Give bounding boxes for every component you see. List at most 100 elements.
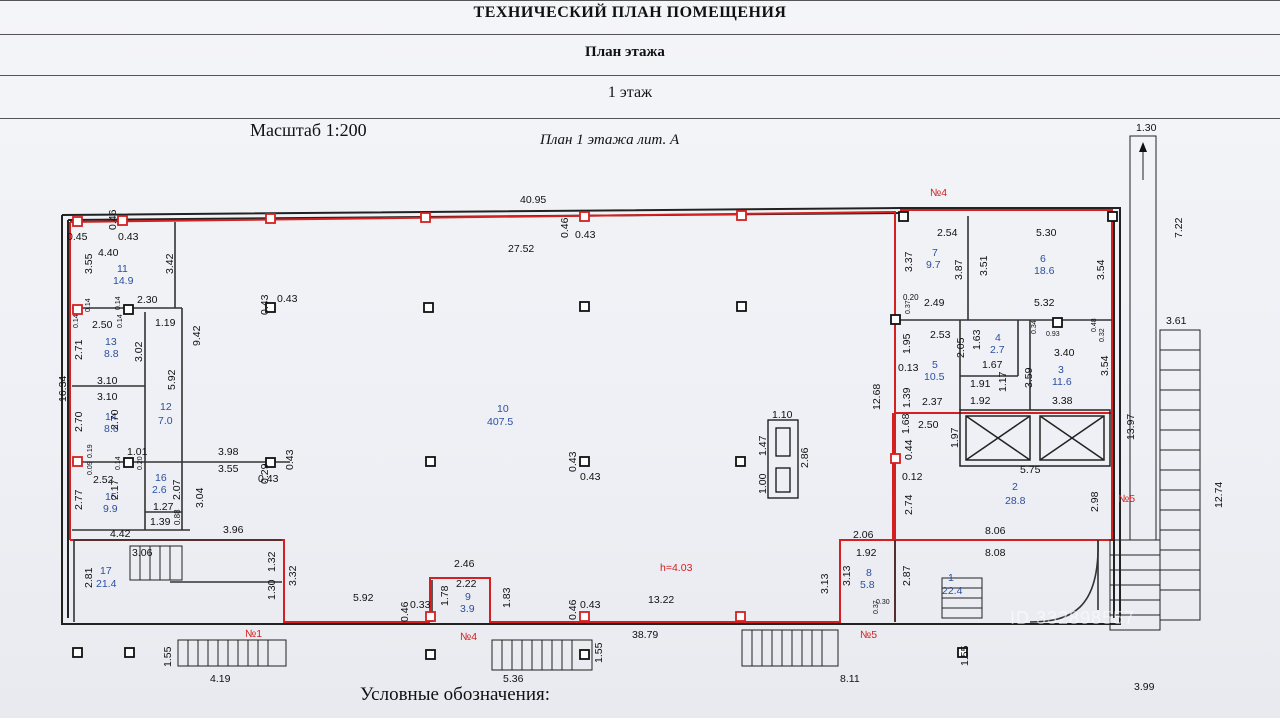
dimension-label: 1.55	[593, 642, 605, 663]
dimension-label: 8.06	[985, 525, 1006, 537]
entrance-4-label: №4	[460, 631, 477, 643]
plan-type-title: План этажа	[585, 44, 665, 60]
dimension-label: 0.43	[575, 229, 596, 241]
dimension-label: 0.46	[399, 601, 411, 622]
header-rule	[0, 75, 1280, 76]
room-number-14: 14	[105, 411, 117, 423]
dimension-label: 2.77	[73, 489, 85, 510]
dimension-label: 1.97	[949, 427, 961, 448]
dimension-label: 0.45	[67, 231, 88, 243]
dimension-label: 2.06	[853, 529, 874, 541]
dimension-label: 13.22	[648, 594, 674, 606]
header-rule	[0, 0, 1280, 1]
room-number-9: 9	[465, 591, 471, 603]
dimension-label: 3.42	[164, 253, 176, 274]
dimension-label: 0.14	[115, 296, 122, 310]
room-number-4: 4	[995, 332, 1001, 344]
room-area-13: 8.8	[104, 348, 119, 360]
room-area-2: 28.8	[1005, 495, 1026, 507]
dimension-label: 3.04	[194, 487, 206, 508]
dimension-label: 2.98	[1089, 491, 1101, 512]
dimension-label: 1.91	[970, 378, 991, 390]
dimension-label: 7.22	[1173, 217, 1185, 238]
dimension-label: 0.43	[284, 449, 296, 470]
entrance-1-label: №1	[245, 628, 262, 640]
dimension-label: 8.11	[840, 673, 860, 685]
dimension-label: 3.59	[1023, 367, 1035, 388]
room-area-7: 9.7	[926, 259, 941, 271]
dimension-label: 5.75	[1020, 464, 1041, 476]
room-area-16: 2.6	[152, 484, 167, 496]
room-area-1: 22.4	[942, 585, 963, 597]
dimension-label: 0.43	[277, 293, 298, 305]
outer-wall	[61, 215, 895, 625]
dimension-label: 0.19	[87, 444, 94, 458]
dimension-label: 12.74	[1213, 482, 1225, 508]
dimension-label: 3.98	[218, 446, 239, 458]
dimension-label: 1.30	[1136, 122, 1157, 134]
entrance-labels: №1 №4 №4 №5 №5	[245, 187, 1135, 643]
dimension-label: 1.95	[901, 333, 913, 354]
plan-caption: План 1 этажа лит. А	[540, 132, 680, 148]
dimension-label: 3.54	[1099, 355, 1111, 376]
dimension-label: 12.68	[871, 384, 883, 410]
dimension-label: 0.29	[259, 463, 271, 484]
room-number-5: 5	[932, 359, 938, 371]
dimension-label: 0.14	[115, 456, 122, 470]
dimension-label: 3.10	[97, 375, 118, 387]
dimension-label: 1.83	[501, 587, 513, 608]
dimension-label: 1.27	[153, 501, 174, 513]
document-title: ТЕХНИЧЕСКИЙ ПЛАН ПОМЕЩЕНИЯ	[473, 4, 787, 21]
dimension-label: 2.74	[903, 494, 915, 515]
dimension-label: 9.42	[191, 325, 203, 346]
dimension-label: 1.10	[772, 409, 793, 421]
room-area-5: 10.5	[924, 371, 945, 383]
dimension-label: 2.54	[937, 227, 958, 239]
dimension-label: 2.50	[92, 319, 113, 331]
dimension-label: 0.46	[559, 217, 571, 238]
dimension-label: 2.70	[73, 411, 85, 432]
dimension-labels: 40.95 27.52 0.46 0.43 0.45 0.43 0.46 4.4…	[57, 122, 1225, 693]
header-rule	[0, 34, 1280, 35]
stairs	[129, 135, 1201, 671]
dimension-label: 2.05	[955, 337, 967, 358]
dimension-label: 4.40	[98, 247, 119, 259]
dimension-label: 5.92	[353, 592, 374, 604]
room-area-10: 407.5	[487, 416, 513, 428]
room-number-11: 11	[117, 263, 128, 275]
dimension-label: 27.52	[508, 243, 534, 255]
dimension-label: 0.43	[258, 473, 279, 485]
dimension-label: 4.42	[110, 528, 131, 540]
room-area-17: 21.4	[96, 578, 117, 590]
dimension-label: 1.55	[959, 645, 971, 666]
room-area-15: 9.9	[103, 503, 118, 515]
dimension-label: 3.37	[903, 251, 915, 272]
room-number-15: 15	[105, 491, 117, 503]
dimension-label: 3.55	[218, 463, 239, 475]
dimension-label: 0.43	[259, 294, 271, 315]
dimension-label: 0.30	[876, 599, 890, 606]
dimension-label: 1.19	[155, 317, 176, 329]
scale-label: Масштаб 1:200	[250, 120, 367, 140]
dimension-label: 3.06	[132, 547, 153, 559]
dimension-label: 0.43	[567, 451, 579, 472]
dimension-label: 1.92	[856, 547, 877, 559]
room-number-13: 13	[105, 336, 117, 348]
entrance-4-top-label: №4	[930, 187, 947, 199]
room-number-8: 8	[866, 567, 872, 579]
dimension-label: 0.32	[1099, 328, 1106, 342]
dimension-label: 0.43	[118, 231, 139, 243]
dimension-label: 2.30	[137, 294, 158, 306]
floor-title: 1 этаж	[607, 84, 653, 101]
dimension-label: 5.30	[1036, 227, 1057, 239]
room-number-3: 3	[1058, 364, 1064, 376]
room-area-9: 3.9	[460, 603, 475, 615]
dimension-label: 0.37	[905, 300, 912, 314]
dimension-label: 0.93	[1046, 331, 1060, 338]
dimension-label: 0.44	[903, 439, 915, 460]
room-number-2: 2	[1012, 481, 1018, 493]
dimension-label: 0.48	[1091, 318, 1098, 332]
room-number-17: 17	[100, 565, 112, 577]
